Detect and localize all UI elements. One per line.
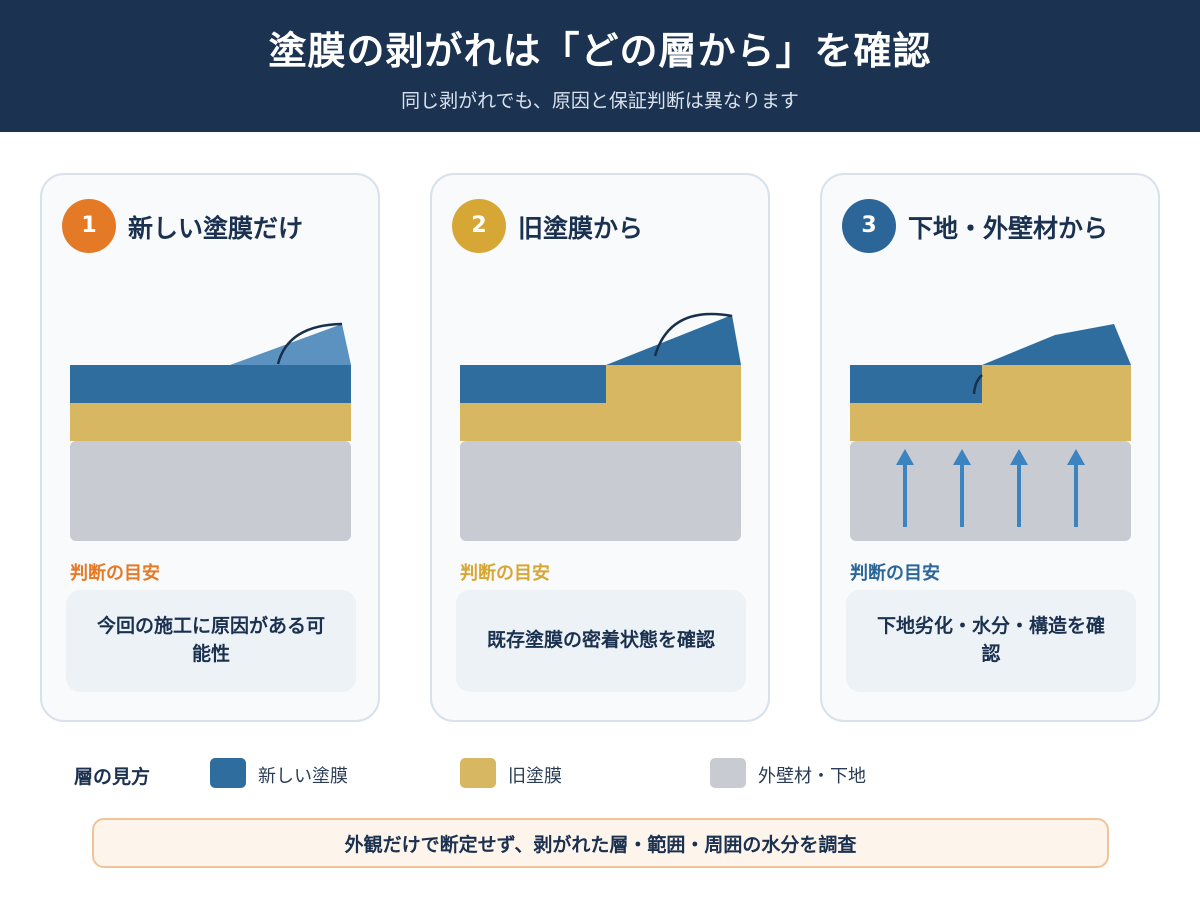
step-badge: 3: [842, 199, 896, 253]
old-coat-exposed: [982, 365, 1131, 403]
old-coat-layer: [460, 403, 741, 441]
card-title: 新しい塗膜だけ: [128, 214, 304, 243]
guide-label: 判断の目安: [850, 563, 940, 584]
guide-box: 今回の施工に原因がある可能性: [66, 590, 356, 692]
step-badge: 2: [452, 199, 506, 253]
old-coat-exposed: [606, 365, 741, 403]
guide-text: 今回の施工に原因がある可能性: [96, 615, 325, 665]
guide-text: 下地劣化・水分・構造を確認: [876, 615, 1105, 665]
peeled-coat-flap: [982, 324, 1131, 365]
peeled-coat-flap: [606, 315, 741, 365]
peel-curve: [276, 322, 343, 365]
legend: 層の見方 新しい塗膜 旧塗膜 外壁材・下地: [0, 758, 1200, 790]
footer-text: 外観だけで断定せず、剥がれた層・範囲・周囲の水分を調査: [344, 833, 857, 856]
moisture-arrows: [896, 449, 1085, 527]
guide-box: 下地劣化・水分・構造を確認: [846, 590, 1136, 692]
guide-label: 判断の目安: [460, 563, 550, 584]
substrate-layer: [70, 441, 351, 541]
card-title: 旧塗膜から: [518, 214, 644, 243]
legend-label-old-coat: 旧塗膜: [508, 766, 562, 787]
legend-label-substrate: 外壁材・下地: [758, 766, 866, 787]
peel-curve: [972, 374, 983, 395]
card-from-substrate: 3 下地・外壁材から 判断の目安 下地劣化・水分・構造を確認: [820, 173, 1160, 722]
page-subtitle: 同じ剥がれでも、原因と保証判断は異なります: [401, 90, 799, 112]
guide-text: 既存塗膜の密着状態を確認: [486, 629, 715, 652]
page-title: 塗膜の剥がれは「どの層から」を確認: [268, 29, 932, 73]
card-title: 下地・外壁材から: [908, 214, 1109, 243]
old-coat-layer: [70, 403, 351, 441]
old-coat-layer: [850, 403, 1131, 441]
guide-label: 判断の目安: [70, 563, 160, 584]
legend-swatch-new-coat: [210, 758, 246, 788]
legend-swatch-substrate: [710, 758, 746, 788]
footer-note: 外観だけで断定せず、剥がれた層・範囲・周囲の水分を調査: [92, 818, 1109, 868]
layer-diagram: [70, 322, 351, 541]
layer-diagram: [460, 312, 741, 541]
layer-diagram: [850, 324, 1131, 541]
legend-title: 層の見方: [74, 766, 151, 788]
step-badge: 1: [62, 199, 116, 253]
legend-swatch-old-coat: [460, 758, 496, 788]
new-coat-layer: [850, 365, 982, 403]
new-coat-layer: [70, 365, 351, 403]
new-coat-layer: [460, 365, 606, 403]
header: 塗膜の剥がれは「どの層から」を確認 同じ剥がれでも、原因と保証判断は異なります: [0, 0, 1200, 132]
card-new-coat-only: 1 新しい塗膜だけ 判断の目安 今回の施工に原因がある可能性: [40, 173, 380, 722]
substrate-layer: [460, 441, 741, 541]
guide-box: 既存塗膜の密着状態を確認: [456, 590, 746, 692]
peeled-new-coat-flap: [230, 324, 351, 365]
legend-label-new-coat: 新しい塗膜: [258, 766, 348, 787]
substrate-layer: [850, 441, 1131, 541]
card-from-old-coat: 2 旧塗膜から 判断の目安 既存塗膜の密着状態を確認: [430, 173, 770, 722]
peel-curve: [653, 312, 733, 357]
